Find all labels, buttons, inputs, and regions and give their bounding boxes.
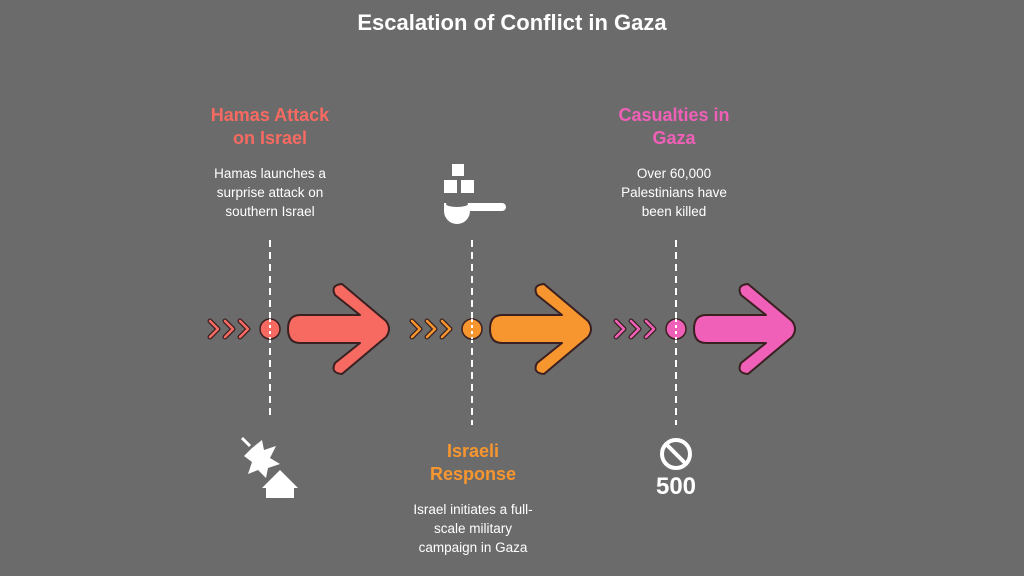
- heading-line: Israeli: [446, 441, 500, 461]
- chevron-icon: [440, 319, 452, 339]
- event-heading-casualties: Casualties in Gaza: [589, 104, 759, 150]
- chevron-icon: [223, 319, 235, 339]
- event-description-israeli-response: Israel initiates a full- scale military …: [388, 500, 558, 557]
- big-arrow-icon: [693, 283, 796, 375]
- description-line: been killed: [641, 204, 707, 219]
- arrow-segment-2: [409, 283, 592, 375]
- description-line: campaign in Gaza: [418, 540, 528, 555]
- chevron-icon: [629, 319, 641, 339]
- description-line: Israel initiates a full-: [413, 502, 533, 517]
- arrow-segment-1: [207, 283, 390, 375]
- big-arrow-icon: [287, 283, 390, 375]
- description-line: Hamas launches a: [214, 166, 326, 181]
- chevron-icon: [425, 319, 437, 339]
- event-description-casualties: Over 60,000 Palestinians have been kille…: [589, 164, 759, 221]
- description-line: southern Israel: [225, 204, 315, 219]
- event-heading-hamas-attack: Hamas Attack on Israel: [185, 104, 355, 150]
- arrow-segment-3: [613, 283, 796, 375]
- heading-line: Hamas Attack: [210, 105, 330, 125]
- description-line: surprise attack on: [216, 185, 324, 200]
- heading-line: Casualties in: [618, 105, 730, 125]
- chevron-icon: [644, 319, 656, 339]
- description-line: Palestinians have: [621, 185, 727, 200]
- heading-line: on Israel: [232, 128, 308, 148]
- explosion-house-icon: [240, 436, 298, 498]
- prohibited-icon-label: 500: [656, 473, 696, 500]
- prohibited-icon: [660, 438, 692, 470]
- chevron-icon: [238, 319, 250, 339]
- food-scoop-icon: [444, 164, 506, 224]
- diagram-title: Escalation of Conflict in Gaza: [357, 10, 667, 35]
- event-description-hamas-attack: Hamas launches a surprise attack on sout…: [185, 164, 355, 221]
- event-heading-israeli-response: Israeli Response: [388, 440, 558, 486]
- description-line: Over 60,000: [636, 166, 712, 181]
- heading-line: Gaza: [652, 128, 696, 148]
- heading-line: Response: [429, 464, 517, 484]
- description-line: scale military: [433, 521, 512, 536]
- big-arrow-icon: [489, 283, 592, 375]
- chevron-icon: [410, 319, 422, 339]
- chevron-icon: [208, 319, 220, 339]
- chevron-icon: [614, 319, 626, 339]
